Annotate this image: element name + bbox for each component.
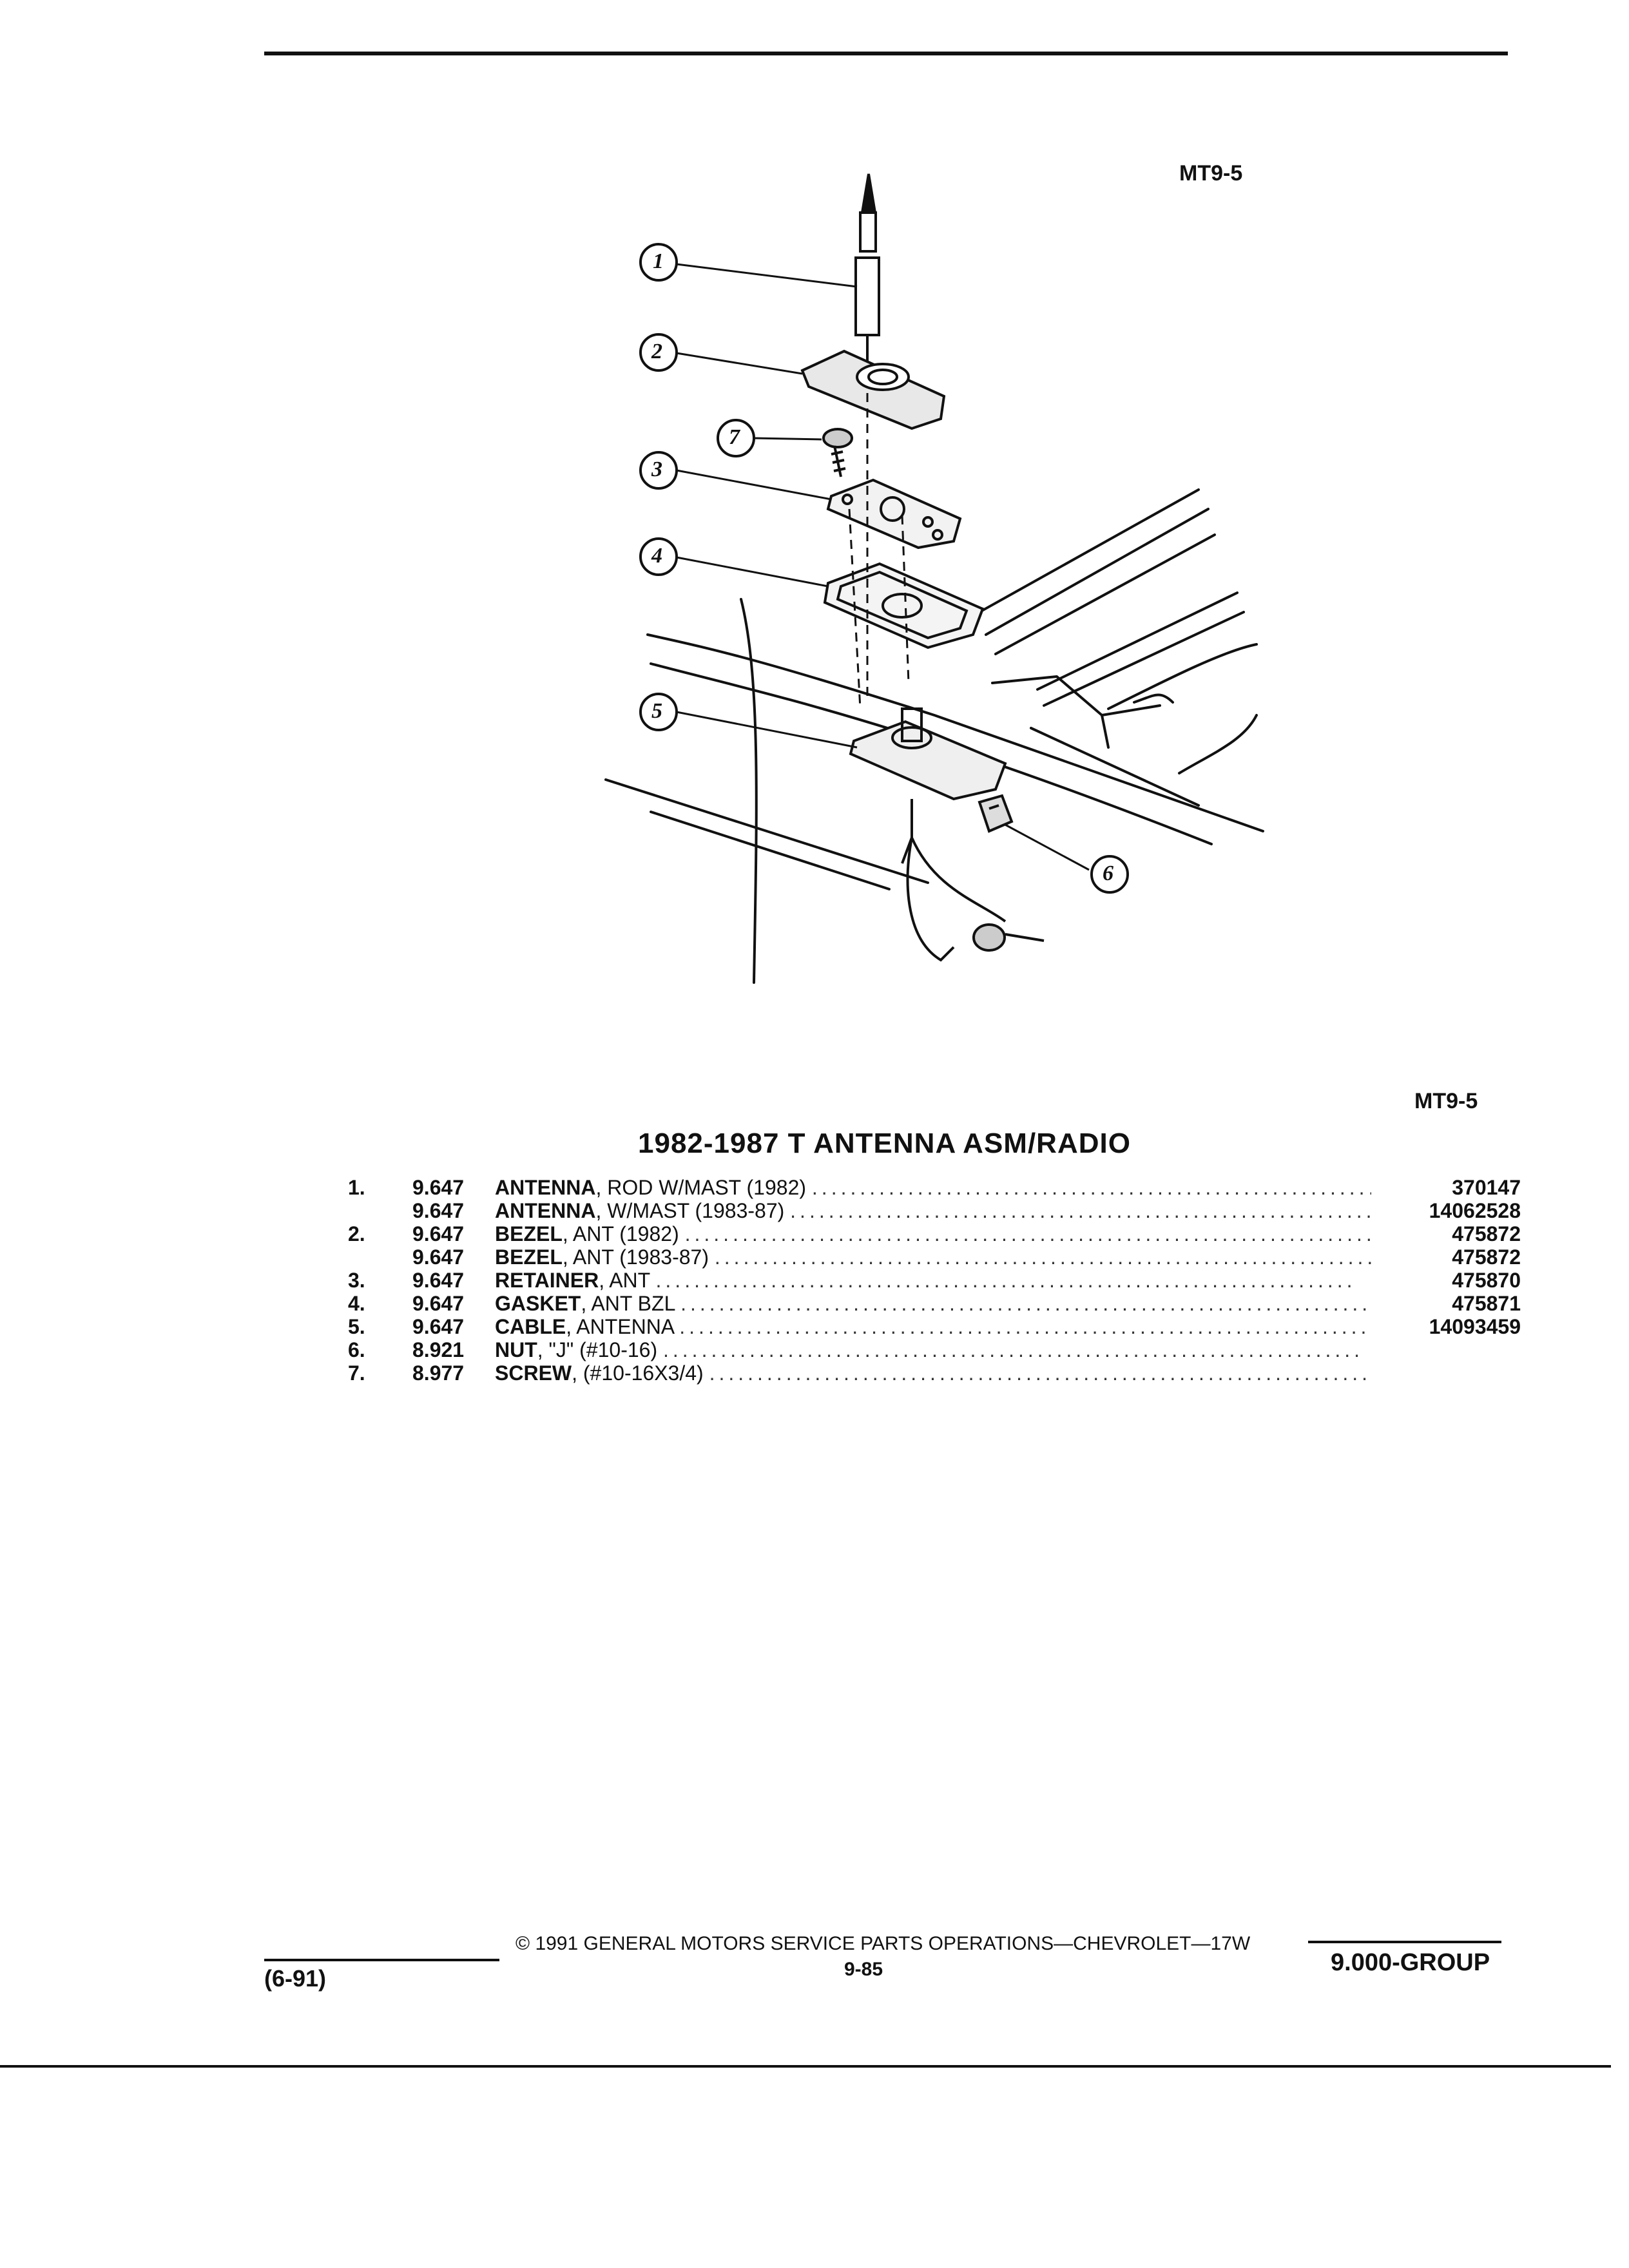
item-index: 4. (348, 1292, 365, 1315)
parts-list-title: 1982-1987 T ANTENNA ASM/RADIO (638, 1128, 1131, 1159)
top-rule (264, 52, 1508, 55)
retainer (826, 478, 962, 550)
antenna-exploded-diagram (604, 173, 1264, 984)
list-item: 4. 9.647 GASKET, ANT BZL ...............… (348, 1292, 1521, 1315)
bezel (800, 349, 946, 430)
callout-1: 1 (638, 242, 679, 286)
group-number: 9.647 (412, 1222, 465, 1245)
group-number: 9.647 (412, 1315, 465, 1338)
callout-3: 3 (638, 450, 679, 494)
group-number: 9.647 (412, 1269, 465, 1292)
bottom-rule (0, 2065, 1611, 2068)
group-number: 9.647 (412, 1176, 465, 1199)
group-number: 9.647 (412, 1245, 465, 1269)
list-item: 9.647 BEZEL, ANT (1983-87) .............… (348, 1245, 1521, 1269)
j-nut (978, 794, 1014, 833)
item-index: 2. (348, 1222, 365, 1245)
item-index: 7. (348, 1361, 365, 1385)
part-number: 475872 (1452, 1222, 1521, 1245)
group-number: 8.977 (412, 1361, 465, 1385)
item-index: 1. (348, 1176, 365, 1199)
part-description: SCREW, (#10-16X3/4) ....................… (495, 1361, 1371, 1385)
group-number: 8.921 (412, 1338, 465, 1361)
item-index: 3. (348, 1269, 365, 1292)
parts-list: 1. 9.647 ANTENNA, ROD W/MAST (1982) ....… (348, 1176, 1521, 1385)
figure-code-bottom: MT9-5 (1414, 1089, 1478, 1113)
figure-code-top: MT9-5 (1179, 161, 1243, 186)
list-item: 2. 9.647 BEZEL, ANT (1982) .............… (348, 1222, 1521, 1245)
callout-6: 6 (1089, 854, 1130, 898)
antenna-cable (849, 707, 1045, 962)
list-item: 6. 8.921 NUT, "J" (#10-16) .............… (348, 1338, 1521, 1361)
footer-rule-left (264, 1959, 499, 1961)
list-item: 5. 9.647 CABLE, ANTENNA ................… (348, 1315, 1521, 1338)
part-description: RETAINER, ANT ..........................… (495, 1269, 1356, 1292)
item-index: 6. (348, 1338, 365, 1361)
group-number: 9.647 (412, 1199, 465, 1222)
group-number: 9.647 (412, 1292, 465, 1315)
part-description: ANTENNA, ROD W/MAST (1982) .............… (495, 1176, 1371, 1199)
part-description: BEZEL, ANT (1983-87) ...................… (495, 1245, 1371, 1269)
part-number: 475871 (1452, 1292, 1521, 1315)
antenna-mast (854, 173, 880, 361)
callout-7: 7 (715, 418, 757, 462)
part-description: GASKET, ANT BZL ........................… (495, 1292, 1371, 1315)
footer-rule-right (1308, 1941, 1501, 1943)
list-item: 7. 8.977 SCREW, (#10-16X3/4) ...........… (348, 1361, 1521, 1385)
list-item: 1. 9.647 ANTENNA, ROD W/MAST (1982) ....… (348, 1176, 1521, 1199)
page-number: 9-85 (844, 1959, 883, 1980)
group-label: 9.000-GROUP (1331, 1949, 1490, 1976)
list-item: 9.647 ANTENNA, W/MAST (1983-87) ........… (348, 1199, 1521, 1222)
item-index: 5. (348, 1315, 365, 1338)
revision-date: (6-91) (264, 1965, 327, 1992)
callout-4: 4 (638, 536, 679, 581)
part-number: 475872 (1452, 1245, 1521, 1269)
part-description: BEZEL, ANT (1982) ......................… (495, 1222, 1371, 1245)
callout-2: 2 (638, 332, 679, 376)
list-item: 3. 9.647 RETAINER, ANT .................… (348, 1269, 1521, 1292)
callout-5: 5 (638, 691, 679, 736)
part-description: ANTENNA, W/MAST (1983-87) ..............… (495, 1199, 1371, 1222)
part-number: 370147 (1452, 1176, 1521, 1199)
part-description: CABLE, ANTENNA .........................… (495, 1315, 1371, 1338)
screw (822, 428, 853, 477)
gasket (823, 562, 985, 649)
footer-copyright: © 1991 GENERAL MOTORS SERVICE PARTS OPER… (516, 1933, 1251, 1954)
part-description: NUT, "J" (#10-16) ......................… (495, 1338, 1364, 1361)
part-number: 14093459 (1429, 1315, 1521, 1338)
part-number: 475870 (1452, 1269, 1521, 1292)
part-number: 14062528 (1429, 1199, 1521, 1222)
